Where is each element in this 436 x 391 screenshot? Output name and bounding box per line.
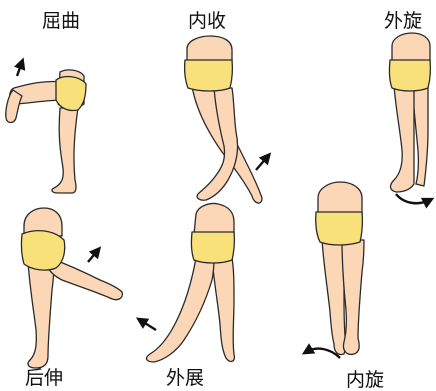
figure-internal-rotation xyxy=(306,182,364,358)
figure-external-rotation xyxy=(389,33,430,203)
figure-flexion xyxy=(6,62,86,193)
figure-abduction xyxy=(140,203,234,362)
figure-extension xyxy=(21,208,122,368)
figure-adduction xyxy=(185,36,268,203)
